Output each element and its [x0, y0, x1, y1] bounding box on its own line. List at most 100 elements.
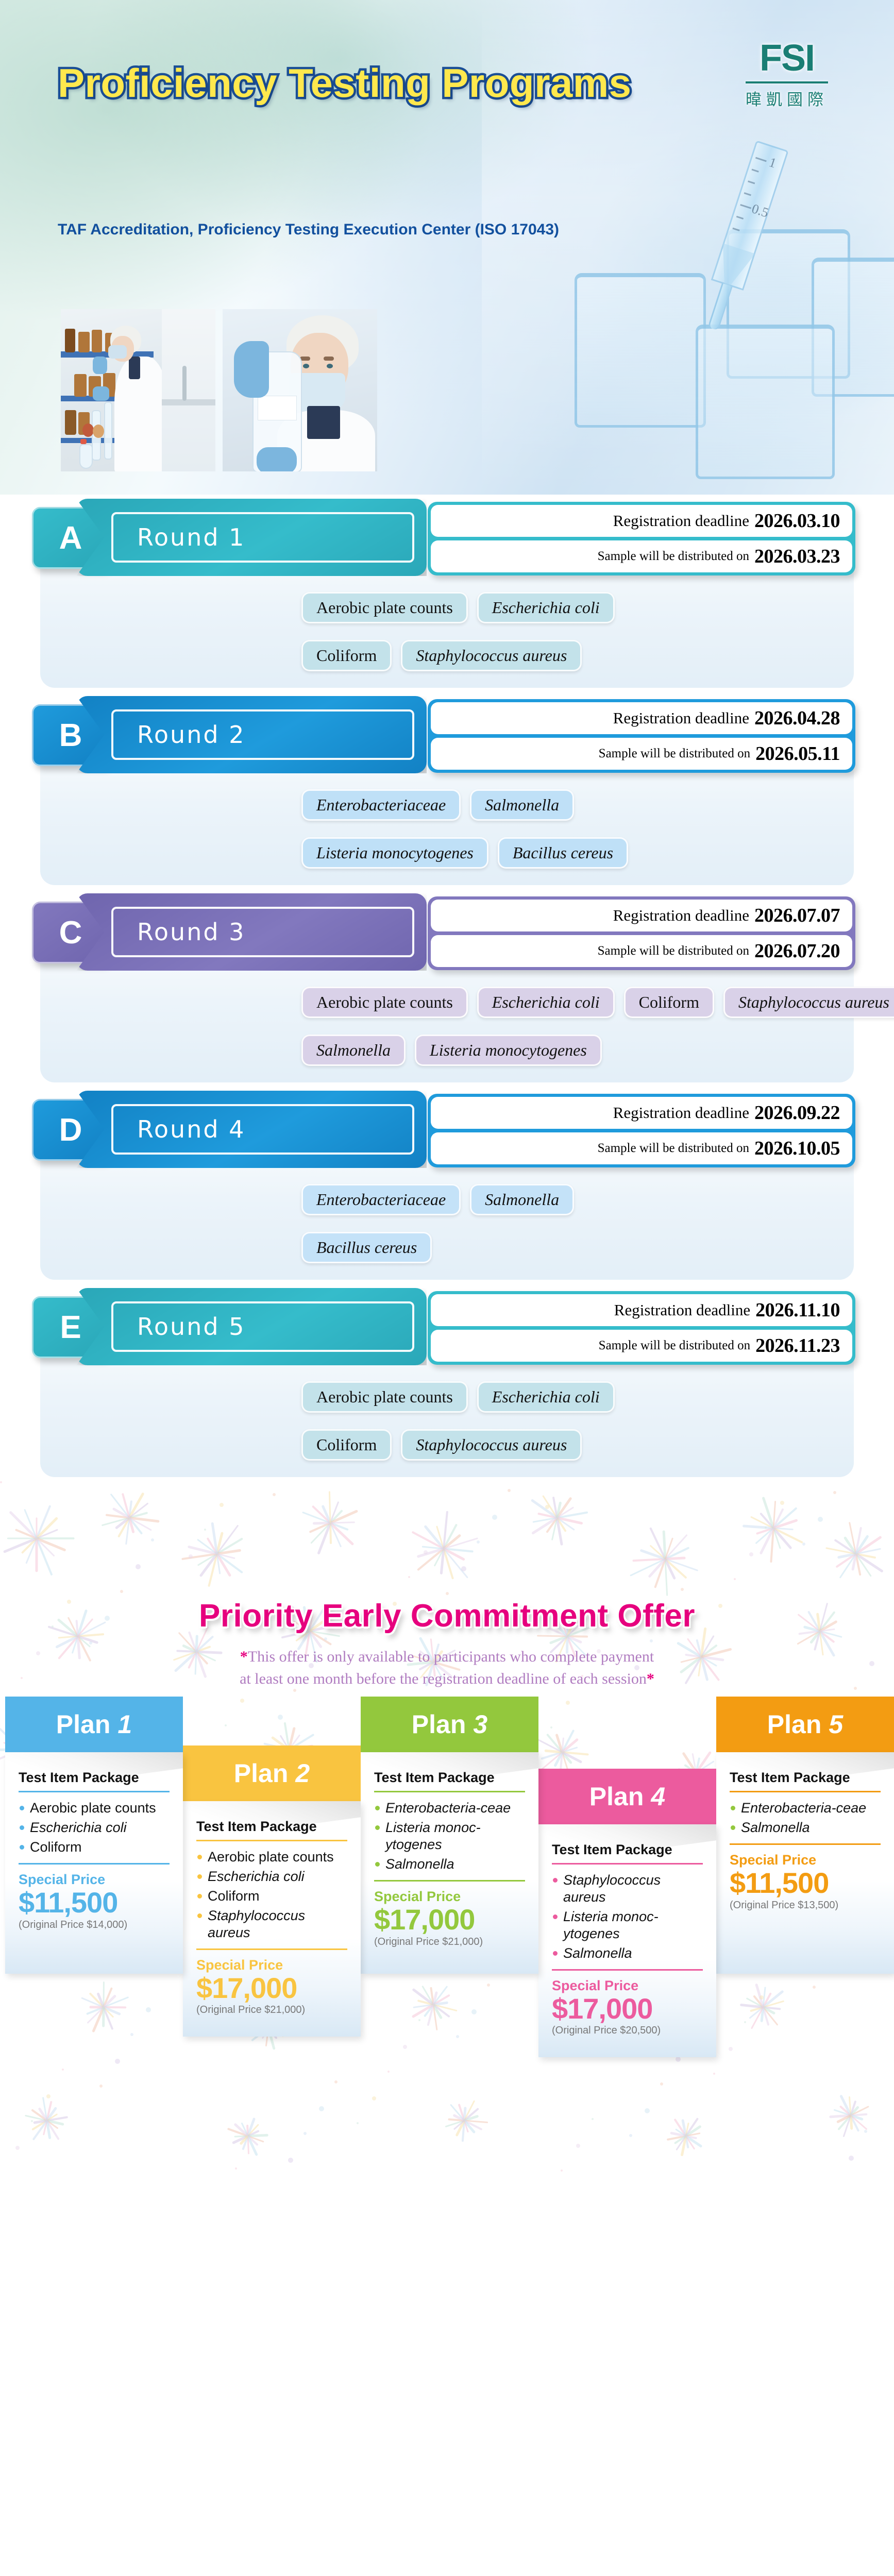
firework-sparkle — [372, 2096, 376, 2100]
plan-item: Coliform — [196, 1888, 347, 1905]
firework-sparkle — [319, 2106, 324, 2111]
firework-sparkle — [508, 1489, 511, 1492]
plan-number: 1 — [117, 1710, 132, 1739]
plan-item: Staphylococcus aureus — [196, 1907, 347, 1941]
ribbon-inner-border — [111, 1301, 414, 1352]
plan-divider-top — [19, 1791, 170, 1792]
firework-sparkle — [0, 1481, 2, 1483]
firework-burst — [742, 1496, 803, 1563]
firework-sparkle — [676, 2057, 681, 2062]
firework-sparkle — [99, 2084, 103, 2088]
firework-sparkle — [477, 1540, 480, 1544]
lab-photo-gallery — [61, 309, 377, 471]
round-ribbon[interactable]: Round 1 — [76, 499, 427, 576]
plan-divider-top — [196, 1840, 347, 1841]
plan-item: Salmonella — [730, 1819, 881, 1836]
firework-sparkle — [393, 1602, 397, 1606]
plan-item: Salmonella — [374, 1856, 525, 1873]
registration-deadline-label: Registration deadline — [613, 709, 749, 727]
round-ribbon[interactable]: Round 4 — [76, 1091, 427, 1168]
firework-ray — [36, 1517, 38, 1538]
firework-sparkle — [225, 1724, 227, 1726]
round-label: Round 4 — [137, 1115, 246, 1143]
test-item-tag: Listeria monocytogenes — [414, 1035, 602, 1066]
plan-package-title: Test Item Package — [552, 1842, 672, 1857]
firework-burst — [630, 1527, 699, 1596]
plan-item: Aerobic plate counts — [19, 1800, 170, 1817]
firework-ray — [35, 1538, 38, 1572]
round-ribbon[interactable]: Round 3 — [76, 893, 427, 971]
firework-ray — [648, 1558, 666, 1579]
promo-section: Priority Early Commitment Offer *This of… — [0, 1481, 894, 2192]
page-header: 1 0.5 Proficiency Testing Programs TAF A… — [0, 0, 894, 495]
test-item-tag: Coliform — [301, 640, 392, 671]
plan-special-price-label: Special Price — [552, 1977, 639, 1993]
registration-deadline-value: 2026.09.22 — [754, 1102, 840, 1124]
firework-sparkle — [869, 1661, 874, 1666]
plan-number: 4 — [651, 1782, 666, 1811]
beaker-1 — [575, 273, 706, 428]
test-item-tag: Coliform — [301, 1429, 392, 1461]
firework-sparkle — [115, 2059, 120, 2064]
firework-sparkle — [240, 1699, 244, 1703]
plan-original-price: (Original Price $20,500) — [552, 2025, 661, 2037]
round-ribbon[interactable]: Round 5 — [76, 1288, 427, 1365]
test-item-tag: Salmonella — [301, 1035, 406, 1066]
firework-sparkle — [456, 2035, 459, 2038]
plan-item: Listeria monoc-ytogenes — [552, 1908, 703, 1942]
plan-name: Plan — [233, 1759, 289, 1788]
firework-sparkle — [120, 1590, 123, 1593]
firework-sparkle — [681, 1588, 684, 1591]
firework-sparkle — [357, 2122, 359, 2124]
firework-sparkle — [492, 1515, 497, 1520]
firework-sparkle — [592, 2118, 594, 2120]
sample-distribution-label: Sample will be distributed on — [598, 747, 751, 760]
plan-special-price-label: Special Price — [196, 1957, 283, 1973]
plan-divider-bottom — [196, 1948, 347, 1950]
firework-sparkle — [576, 2144, 580, 2148]
firework-sparkle — [813, 1986, 816, 1989]
registration-deadline-value: 2026.11.10 — [755, 1299, 840, 1321]
round-ribbon[interactable]: Round 2 — [76, 696, 427, 773]
firework-sparkle — [734, 1578, 736, 1580]
firework-sparkle — [21, 1677, 23, 1679]
firework-sparkle — [780, 1501, 784, 1505]
firework-sparkle — [377, 1628, 379, 1630]
plan-divider-top — [552, 1863, 703, 1865]
firework-sparkle — [854, 1687, 857, 1690]
firework-sparkle — [849, 2156, 854, 2161]
test-item-tag: Salmonella — [470, 1184, 575, 1215]
firework-sparkle — [760, 1995, 764, 1999]
firework-sparkle — [309, 1663, 314, 1668]
plan-price: $17,000 — [196, 1971, 297, 2004]
plan-item: Coliform — [19, 1839, 170, 1856]
pipette-tick — [744, 192, 751, 196]
firework-sparkle — [220, 1503, 224, 1507]
firework-sparkle — [130, 2033, 133, 2036]
